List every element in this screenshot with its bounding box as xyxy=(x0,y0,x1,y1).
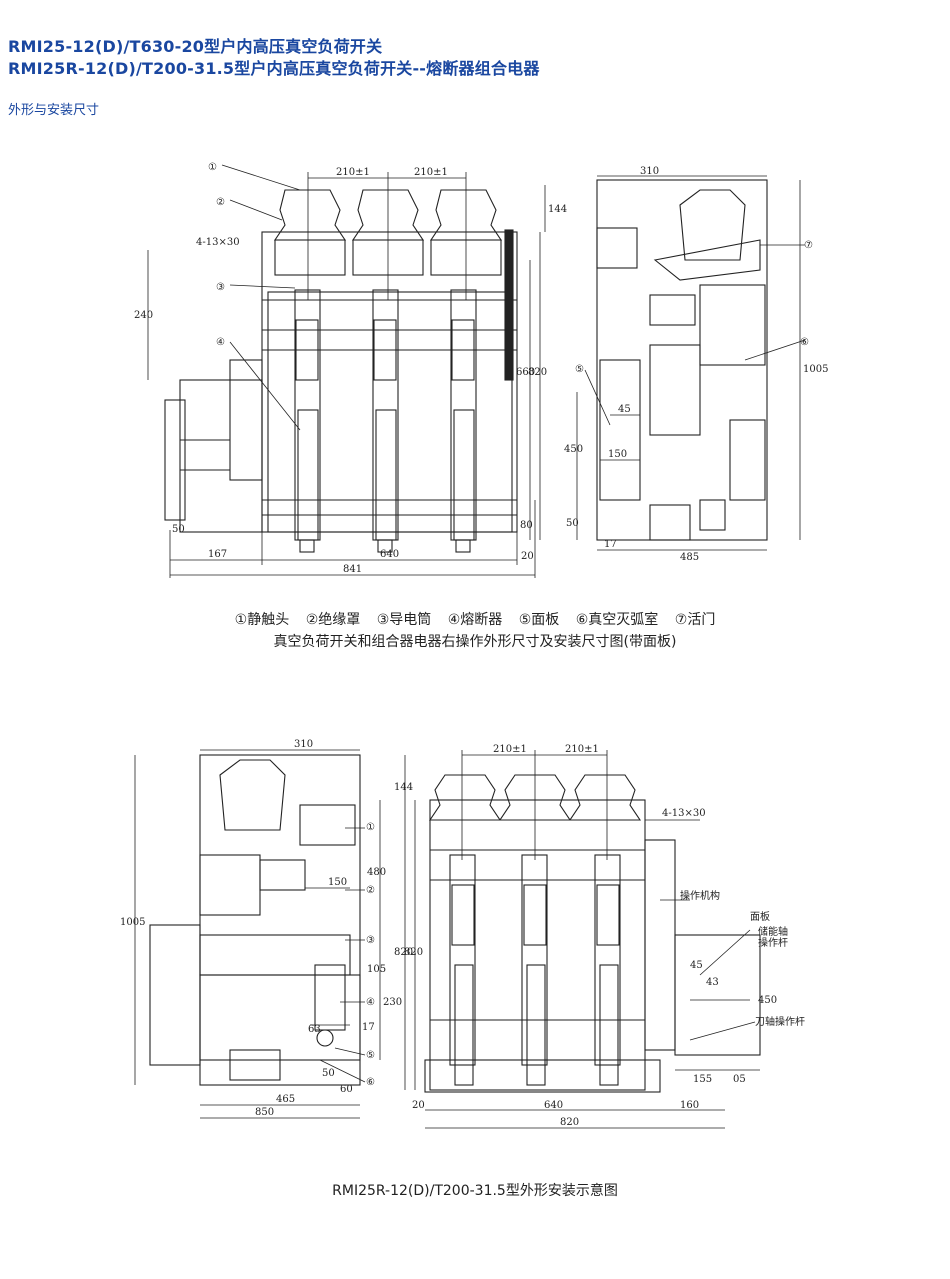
section-heading: 外形与安装尺寸 xyxy=(8,103,100,118)
fig1-poles xyxy=(273,189,503,553)
fig2-label-450: 450 xyxy=(758,995,777,1006)
fig1-side-dim-50: 50 xyxy=(566,518,579,529)
legend-item: ②绝缘罩 xyxy=(305,612,361,628)
fig2-label-knife-rod: 刀轴操作杆 xyxy=(755,1015,805,1028)
fig2-label-panel: 面板 xyxy=(750,910,770,923)
fig1-front-dim-lines xyxy=(147,164,546,578)
fig2-front-view xyxy=(404,750,761,1129)
fig2-callout-4: ④ xyxy=(366,997,375,1008)
fig2-side-dim-63: 63 xyxy=(308,1024,321,1035)
legend-item: ③导电筒 xyxy=(376,612,432,628)
fig1-callout-3: ③ xyxy=(216,282,225,293)
fig1-side-dim-310: 310 xyxy=(640,166,659,177)
legend-item: ①静触头 xyxy=(234,612,290,628)
fig2-side-dim-480: 480 xyxy=(367,867,386,878)
legend-item: ⑦活门 xyxy=(674,612,716,628)
legend-item: ⑥真空灭弧室 xyxy=(575,612,659,628)
fig1-callout-1: ① xyxy=(208,162,217,173)
fig1-dim-240: 240 xyxy=(134,310,153,321)
fig1-side-dim-1005: 1005 xyxy=(803,364,828,375)
fig1-dim-660: 660 xyxy=(516,367,535,378)
fig1-front-view xyxy=(147,164,546,578)
fig1-dim-820: 820 xyxy=(528,367,547,378)
fig1-side-dim-150: 150 xyxy=(608,449,627,460)
fig2-label-155: 155 xyxy=(693,1074,712,1085)
fig2-front-dim-lines xyxy=(404,750,760,1129)
fig2-dim-820a: 820 xyxy=(394,947,413,958)
fig2-callout-2: ② xyxy=(366,885,375,896)
fig2-side-dim-230: 230 xyxy=(383,997,402,1008)
fig2-callout-3: ③ xyxy=(366,935,375,946)
fig1-legend: ①静触头 ②绝缘罩 ③导电筒 ④熔断器 ⑤面板 ⑥真空灭弧室 ⑦活门 xyxy=(0,609,950,629)
fig1-callout-2: ② xyxy=(216,197,225,208)
fig1-side-dim-485: 485 xyxy=(680,552,699,563)
fig2-side-dim-465: 465 xyxy=(276,1094,295,1105)
fig2-side-dim-850: 850 xyxy=(255,1107,274,1118)
fig1-dim-80: 80 xyxy=(520,520,533,531)
fig2-callout-1: ① xyxy=(366,822,375,833)
fig1-dim-pitch-b: 210±1 xyxy=(414,167,448,178)
fig1-callout-7: ⑦ xyxy=(804,240,813,251)
fig2-side-dim-60: 60 xyxy=(340,1084,353,1095)
fig1-side-dim-450: 450 xyxy=(564,444,583,455)
legend-item: ⑤面板 xyxy=(518,612,560,628)
fig2-label-43: 43 xyxy=(706,977,719,988)
fig1-dim-841: 841 xyxy=(343,564,362,575)
fig1-side-dim-lines xyxy=(576,175,806,551)
fig1-dim-hole: 4-13×30 xyxy=(196,237,240,248)
fig1-dim-144: 144 xyxy=(548,204,567,215)
fig2-callout-5: ⑤ xyxy=(366,1050,375,1061)
fig1-dim-20: 20 xyxy=(521,551,534,562)
fig2-dim-pitch-a: 210±1 xyxy=(493,744,527,755)
fig2-dim-640: 640 xyxy=(544,1100,563,1111)
fig1-dim-50: 50 xyxy=(172,524,185,535)
fig2-dim-hole: 4-13×30 xyxy=(662,808,706,819)
fig1-callout-6: ⑥ xyxy=(800,337,809,348)
fig2-label-storage-shaft: 储能轴 xyxy=(758,925,788,938)
fig1-dim-pitch-a: 210±1 xyxy=(336,167,370,178)
fig1-side-view xyxy=(576,175,806,551)
title-line-2: RMI25R-12(D)/T200-31.5型户内高压真空负荷开关--熔断器组合… xyxy=(8,59,540,78)
fig2-side-dim-50: 50 xyxy=(322,1068,335,1079)
fig1-callout-5: ⑤ xyxy=(575,364,584,375)
fig1-dim-640: 640 xyxy=(380,549,399,560)
fig2-callout-6: ⑥ xyxy=(366,1077,375,1088)
fig2-label-mechanism: 操作机构 xyxy=(680,889,720,902)
title-line-1: RMI25-12(D)/T630-20型户内高压真空负荷开关 xyxy=(8,37,383,56)
fig1-dim-167: 167 xyxy=(208,549,227,560)
fig2-label-05: 05 xyxy=(733,1074,746,1085)
fig2-side-dim-17: 17 xyxy=(362,1022,375,1033)
fig2-side-dim-1005: 1005 xyxy=(120,917,145,928)
fig1-caption: 真空负荷开关和组合器电器右操作外形尺寸及安装尺寸图(带面板) xyxy=(273,634,677,650)
fig2-side-dim-lines xyxy=(134,749,381,1119)
fig2-side-view xyxy=(134,749,381,1119)
fig2-label-operating-rod: 操作杆 xyxy=(758,936,788,949)
fig2-label-45: 45 xyxy=(690,960,703,971)
fig2-dim-pitch-b: 210±1 xyxy=(565,744,599,755)
fig2-dim-820b: 820 xyxy=(404,947,423,958)
fig2-side-dim-105: 105 xyxy=(367,964,386,975)
fig2-dim-160: 160 xyxy=(680,1100,699,1111)
fig1-side-dim-17: 17 xyxy=(604,539,617,550)
legend-item: ④熔断器 xyxy=(447,612,503,628)
fig2-poles xyxy=(428,774,642,1086)
fig2-side-dim-310: 310 xyxy=(294,739,313,750)
fig2-dim-20: 20 xyxy=(412,1100,425,1111)
fig2-dim-820: 820 xyxy=(560,1117,579,1128)
fig2-dim-144: 144 xyxy=(394,782,413,793)
fig2-caption: RMI25R-12(D)/T200-31.5型外形安装示意图 xyxy=(332,1183,618,1199)
fig2-side-dim-150: 150 xyxy=(328,877,347,888)
fig1-side-dim-45: 45 xyxy=(618,404,631,415)
fig1-callout-4: ④ xyxy=(216,337,225,348)
